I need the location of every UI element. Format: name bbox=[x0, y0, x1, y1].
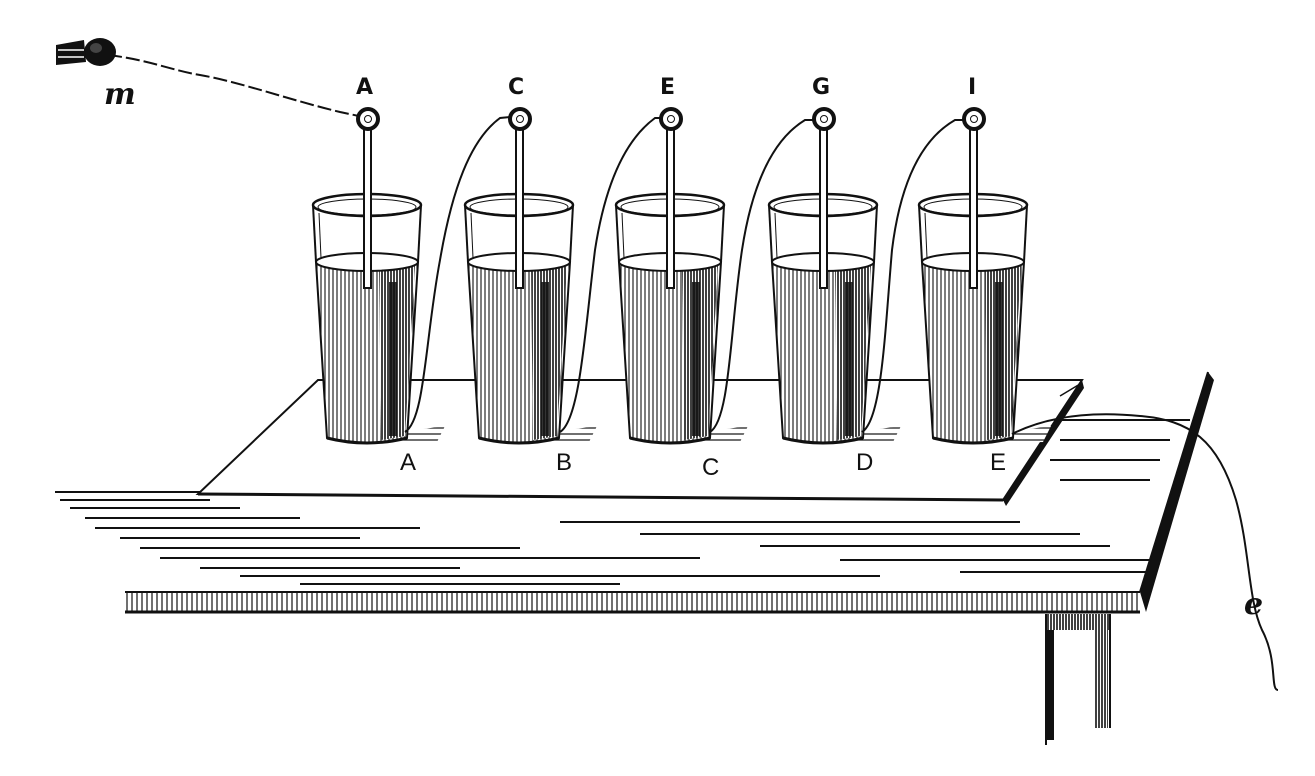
rod-row bbox=[356, 107, 986, 289]
cup-label: E bbox=[990, 449, 1006, 476]
cup bbox=[311, 192, 445, 445]
cup bbox=[917, 192, 1051, 445]
table-leg bbox=[1045, 614, 1111, 745]
table-side-edge bbox=[1140, 372, 1214, 612]
cup-shadow-band bbox=[692, 282, 700, 436]
table-top-grain bbox=[55, 419, 1190, 585]
cup-shadow-band bbox=[541, 282, 549, 436]
wire-cup-a-to-rod-c bbox=[404, 115, 521, 433]
rod bbox=[962, 107, 986, 289]
wires bbox=[107, 54, 1279, 691]
wire-m-to-a bbox=[107, 54, 369, 119]
cup-shadow-band bbox=[389, 282, 397, 436]
wire-cup-b-to-rod-e bbox=[559, 117, 672, 433]
wire-cup-e-to-e bbox=[1011, 413, 1279, 691]
rod bbox=[812, 107, 836, 289]
rod-label: A bbox=[356, 75, 373, 100]
cup-shadow-band bbox=[845, 282, 853, 436]
terminal-m-label: m bbox=[104, 77, 136, 112]
cup-label: B bbox=[556, 449, 572, 476]
cup-label: A bbox=[400, 449, 416, 476]
cup-label: D bbox=[856, 449, 873, 476]
rod bbox=[659, 107, 683, 289]
table-front-edge bbox=[125, 592, 1140, 612]
wire-cup-c-to-rod-g bbox=[709, 119, 824, 433]
rod bbox=[356, 107, 380, 289]
rod-label: C bbox=[508, 75, 524, 100]
table bbox=[55, 371, 1214, 745]
terminal-m-brush bbox=[56, 38, 116, 66]
rod bbox=[508, 107, 532, 289]
cup-labels: A B C D E bbox=[400, 449, 1006, 481]
cup-shadow-band bbox=[995, 282, 1003, 436]
wire-cup-d-to-rod-i bbox=[861, 119, 976, 433]
rod-label: E bbox=[660, 75, 675, 100]
cup bbox=[767, 192, 901, 445]
terminal-e-label: e bbox=[1244, 587, 1263, 622]
rod-label: G bbox=[812, 75, 830, 100]
rod-labels: A C E G I bbox=[356, 75, 976, 100]
rod-label: I bbox=[968, 75, 976, 100]
cup-label: C bbox=[702, 454, 719, 481]
cup bbox=[463, 192, 597, 445]
